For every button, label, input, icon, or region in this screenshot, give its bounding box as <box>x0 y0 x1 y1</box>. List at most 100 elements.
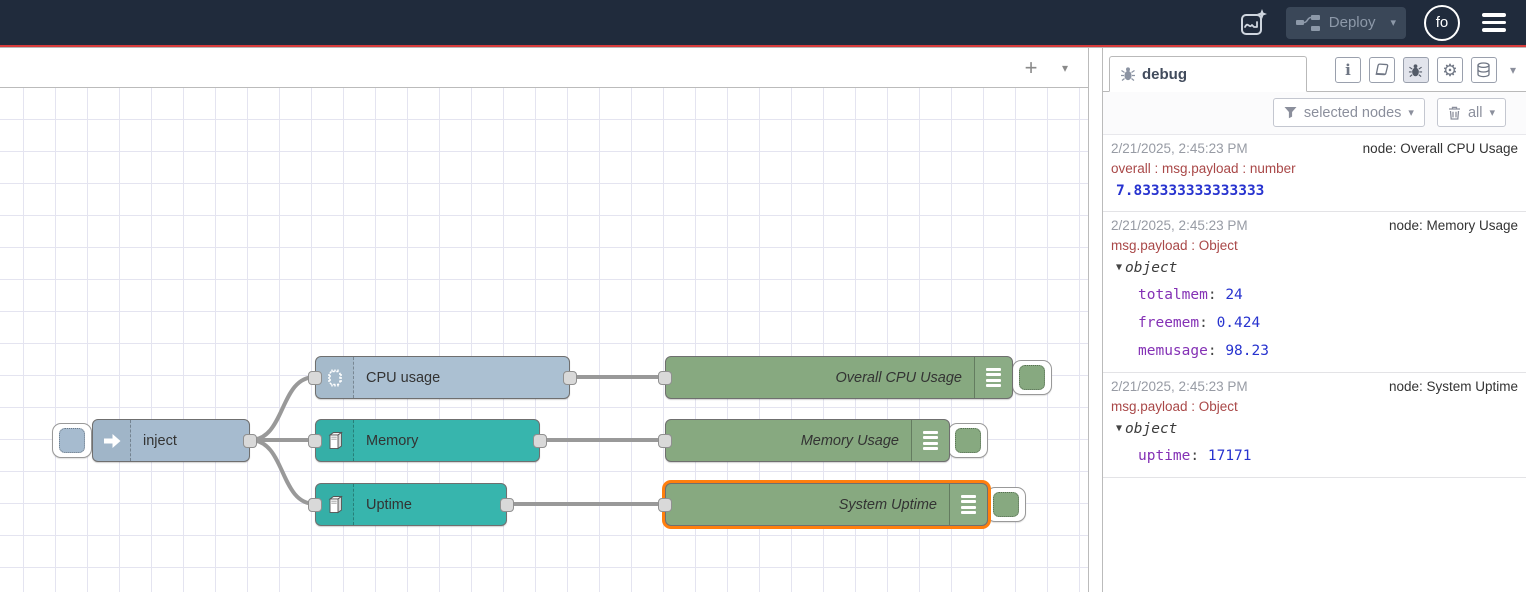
input-port[interactable] <box>308 497 322 512</box>
message-property: overall : msg.payload : number <box>1111 161 1296 176</box>
expand-caret-icon: ▼ <box>1116 423 1123 434</box>
input-port[interactable] <box>308 433 322 448</box>
tab-debug[interactable]: debug <box>1109 56 1307 92</box>
message-timestamp: 2/21/2025, 2:45:23 PM <box>1111 379 1248 394</box>
node-label: Uptime <box>366 496 412 513</box>
object-label: object <box>1125 421 1178 437</box>
input-port[interactable] <box>658 433 672 448</box>
sidebar-tab-icons: i <box>1334 57 1516 91</box>
node-label: System Uptime <box>838 496 937 513</box>
debug-clear-button[interactable]: all ▾ <box>1436 98 1506 127</box>
debug-message: 2/21/2025, 2:45:23 PM node: Overall CPU … <box>1103 135 1526 212</box>
node-label: inject <box>143 432 177 449</box>
deploy-options-caret-icon[interactable]: ▾ <box>1390 17 1396 29</box>
user-avatar[interactable]: fo <box>1424 4 1460 41</box>
node-cpu-usage[interactable]: CPU usage <box>308 356 577 399</box>
entry-key: uptime <box>1138 448 1208 464</box>
server-tower-icon <box>328 431 343 449</box>
main-menu-button[interactable] <box>1478 9 1510 36</box>
output-port[interactable] <box>533 433 547 448</box>
output-port[interactable] <box>500 497 514 512</box>
main-header: Deploy ▾ fo <box>0 0 1526 45</box>
node-memory[interactable]: Memory <box>308 419 547 462</box>
entry-value: 98.23 <box>1225 343 1269 359</box>
debug-message-list: 2/21/2025, 2:45:23 PM node: Overall CPU … <box>1103 135 1526 592</box>
debug-message: 2/21/2025, 2:45:23 PM node: Memory Usage… <box>1103 212 1526 373</box>
book-icon <box>1375 63 1389 76</box>
tab-debug-label: debug <box>1142 65 1187 83</box>
funnel-icon <box>1284 107 1297 119</box>
deploy-button[interactable]: Deploy ▾ <box>1285 6 1406 39</box>
object-entry: totalmem24 <box>1111 281 1518 309</box>
debug-toggle-button[interactable] <box>948 423 988 458</box>
flow-assistant-button[interactable] <box>1238 8 1268 38</box>
node-debug-system-uptime[interactable]: System Uptime <box>658 483 988 526</box>
node-uptime[interactable]: Uptime <box>308 483 514 526</box>
inject-trigger-button[interactable] <box>52 423 92 458</box>
input-port[interactable] <box>308 370 322 385</box>
debug-message-icon <box>961 494 976 515</box>
message-timestamp: 2/21/2025, 2:45:23 PM <box>1111 141 1248 156</box>
message-timestamp: 2/21/2025, 2:45:23 PM <box>1111 218 1248 233</box>
message-value: 7.833333333333333 <box>1116 183 1265 199</box>
sidebar-tab-bar: debug i <box>1103 48 1526 92</box>
workspace: + ▾ <box>0 48 1089 592</box>
entry-key: memusage <box>1138 343 1225 359</box>
input-port[interactable] <box>658 370 672 385</box>
deploy-label: Deploy <box>1328 14 1376 31</box>
node-debug-overall-cpu-usage[interactable]: Overall CPU Usage <box>658 356 1013 399</box>
object-label: object <box>1125 260 1178 276</box>
debug-filter-button[interactable]: selected nodes ▾ <box>1272 98 1425 127</box>
flow-canvas[interactable]: inject CPU usage <box>0 88 1088 592</box>
avatar-initials: fo <box>1435 14 1449 31</box>
bug-icon <box>1121 67 1135 81</box>
debug-toggle-button[interactable] <box>986 487 1026 522</box>
filter-caret-icon: ▾ <box>1408 107 1414 119</box>
tab-config-button[interactable]: ⚙ <box>1436 57 1463 83</box>
sidebar-resize-handle[interactable] <box>1089 48 1102 592</box>
debug-clear-label: all <box>1467 104 1483 121</box>
debug-message: 2/21/2025, 2:45:23 PM node: System Uptim… <box>1103 373 1526 478</box>
clear-caret-icon: ▾ <box>1489 107 1495 119</box>
node-label: Memory Usage <box>800 432 899 449</box>
node-label: CPU usage <box>366 369 441 386</box>
message-node-name: node: Memory Usage <box>1388 218 1518 233</box>
add-flow-button[interactable]: + <box>1014 54 1048 82</box>
server-tower-icon <box>328 495 343 513</box>
deploy-nodes-icon <box>1295 14 1320 31</box>
input-port[interactable] <box>658 497 672 512</box>
object-expander[interactable]: ▼object <box>1111 255 1518 281</box>
object-expander[interactable]: ▼object <box>1111 416 1518 442</box>
sidebar-options-caret-icon[interactable]: ▾ <box>1509 63 1516 77</box>
inject-arrow-icon <box>103 433 120 448</box>
entry-key: totalmem <box>1138 287 1225 303</box>
debug-message-icon <box>986 367 1001 388</box>
message-node-name: node: System Uptime <box>1388 379 1518 394</box>
tab-debug-button[interactable] <box>1402 57 1429 83</box>
node-debug-memory-usage[interactable]: Memory Usage <box>658 419 950 462</box>
debug-toggle-button[interactable] <box>1012 360 1052 395</box>
info-icon: i <box>1345 61 1351 79</box>
entry-value: 0.424 <box>1216 315 1261 331</box>
microchip-icon <box>327 369 342 386</box>
message-property: msg.payload : Object <box>1111 238 1238 253</box>
flow-list-caret-icon[interactable]: ▾ <box>1052 54 1078 82</box>
expand-caret-icon: ▼ <box>1116 262 1123 273</box>
flow-tab-bar: + ▾ <box>0 48 1088 88</box>
header-accent-bar <box>0 45 1526 48</box>
output-port[interactable] <box>563 370 577 385</box>
tab-context-button[interactable] <box>1470 57 1497 83</box>
node-label: Memory <box>366 432 419 449</box>
debug-message-icon <box>923 430 938 451</box>
node-label: Overall CPU Usage <box>835 369 962 386</box>
flow-wires <box>248 374 667 507</box>
tab-help-button[interactable] <box>1368 57 1395 83</box>
entry-value: 24 <box>1225 287 1243 303</box>
node-inject[interactable]: inject <box>92 419 257 462</box>
bug-icon <box>1409 63 1423 77</box>
output-port[interactable] <box>243 433 257 448</box>
entry-value: 17171 <box>1207 448 1252 464</box>
debug-toolbar: selected nodes ▾ all ▾ <box>1103 92 1526 135</box>
tab-info-button[interactable]: i <box>1334 57 1361 83</box>
